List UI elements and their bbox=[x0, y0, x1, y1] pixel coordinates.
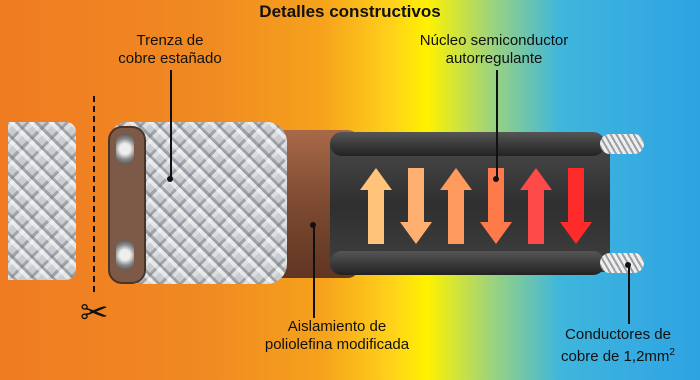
leader-dot-insulation bbox=[310, 222, 316, 228]
leader-dot-core bbox=[493, 176, 499, 182]
conductor-end-top bbox=[116, 134, 134, 164]
label-conductors: Conductores de cobre de 1,2mm2 bbox=[561, 326, 675, 365]
conductor-wire-top bbox=[330, 132, 605, 156]
leader-dot-conductors bbox=[625, 262, 631, 268]
leader-core bbox=[496, 70, 498, 180]
copper-strands-top bbox=[600, 134, 644, 154]
heat-arrow-up bbox=[440, 168, 472, 244]
conductor-wire-bottom bbox=[330, 251, 605, 275]
label-core: Núcleo semiconductor autorregulante bbox=[419, 32, 569, 67]
cut-cable-piece bbox=[8, 122, 76, 280]
heat-arrow-up bbox=[360, 168, 392, 244]
label-braid: Trenza de cobre estañado bbox=[118, 32, 222, 67]
conductor-end-bottom bbox=[116, 240, 134, 270]
leader-braid bbox=[170, 70, 172, 180]
scissors-icon: ✂ bbox=[80, 294, 109, 332]
leader-dot-braid bbox=[167, 176, 173, 182]
leader-insulation bbox=[313, 226, 315, 318]
heat-arrow-down bbox=[400, 168, 432, 244]
heat-arrow-down bbox=[560, 168, 592, 244]
copper-strands-bottom bbox=[600, 253, 644, 273]
heat-arrows bbox=[360, 168, 592, 244]
diagram-title: Detalles constructivos bbox=[259, 2, 441, 21]
heat-arrow-up bbox=[520, 168, 552, 244]
cut-line bbox=[93, 96, 95, 292]
label-insulation: Aislamiento de poliolefina modificada bbox=[264, 318, 410, 353]
cable-cross-section bbox=[108, 126, 146, 284]
leader-conductors bbox=[628, 266, 630, 324]
semiconductor-core bbox=[330, 138, 610, 272]
heat-arrow-down bbox=[480, 168, 512, 244]
